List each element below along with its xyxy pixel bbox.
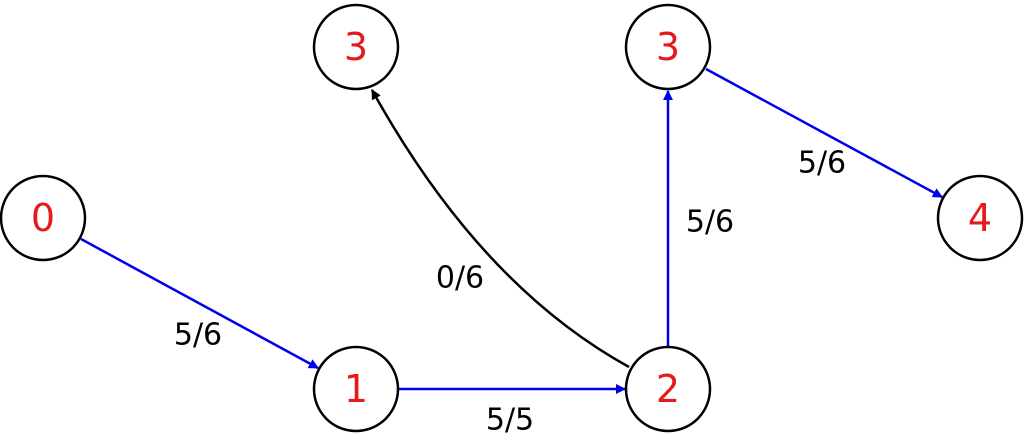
node-1: 1 [312, 345, 400, 433]
node-label: 1 [344, 367, 368, 411]
edge-label-0-1: 5/6 [174, 318, 222, 353]
edge-label-3-4: 5/6 [798, 146, 846, 181]
edge-3-4 [705, 67, 943, 199]
node-label: 4 [968, 196, 992, 240]
node-3-left: 3 [312, 3, 400, 91]
edge-label-1-2: 5/5 [486, 403, 534, 438]
node-3-right: 3 [624, 3, 712, 91]
node-2: 2 [624, 345, 712, 433]
edge-0-1 [80, 237, 319, 370]
node-label: 0 [31, 196, 55, 240]
node-label: 2 [656, 367, 680, 411]
edge-label-2-3-right: 5/6 [686, 205, 734, 240]
node-label: 3 [656, 25, 680, 69]
node-0: 0 [0, 174, 87, 262]
node-4: 4 [936, 174, 1024, 262]
edge-2-3-left [370, 89, 630, 369]
edge-label-2-3-left: 0/6 [436, 261, 484, 296]
node-label: 3 [344, 25, 368, 69]
